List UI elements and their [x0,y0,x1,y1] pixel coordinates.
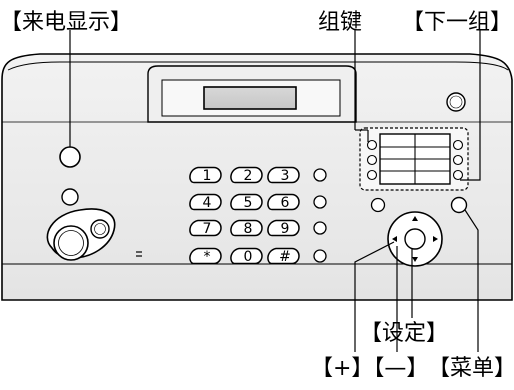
next-group-label: 【下一组】 [402,10,513,35]
keypad-key: 1 [189,166,222,184]
leader-lines [69,30,481,352]
nav-left-button [370,197,386,213]
group-key-label: 组键 [318,10,363,35]
keypad-key-label: 9 [281,221,290,237]
top-right-button [446,92,466,112]
keypad-key: 0 [230,247,263,265]
keypad-key: 9 [267,219,300,237]
keypad-key: 8 [230,219,263,237]
keypad-key-label: 6 [281,195,290,211]
lcd-display [203,86,297,110]
keypad-key-label: * [204,249,211,265]
speaker-button-cluster [46,208,116,261]
keypad-key: 3 [267,166,300,184]
menu-label: 【菜单】 [428,356,514,381]
keypad-key-label: 1 [203,168,212,184]
keypad-key: 4 [189,193,222,211]
arrow-left-icon [392,236,397,242]
arrow-right-icon [433,236,438,242]
caller-id-button [59,146,81,168]
keypad-key-label: 7 [203,221,212,237]
set-label: 【设定】 [360,321,449,346]
keypad-key: # [267,247,300,265]
keypad-key-label: 0 [244,249,253,265]
keypad-side-buttons [313,168,327,263]
keypad-key-label: 5 [244,195,253,211]
keypad-key: 7 [189,219,222,237]
keypad-key: 2 [230,166,263,184]
keypad-key-label: 8 [244,221,253,237]
keypad-key-label: 2 [244,168,253,184]
caller-id-label: 【来电显示】 [0,10,133,35]
plus-minus-label: 【+】【—】 [311,356,429,381]
keypad-key-label: # [279,249,291,265]
keypad-key: * [189,247,222,265]
keypad-key-label: 4 [203,195,212,211]
arrow-up-icon [412,216,418,221]
keypad: 1 2 3 4 5 6 7 8 9 * 0 # [189,166,300,265]
keypad-key: 6 [267,193,300,211]
device-top-edge [7,61,509,71]
mic-mark [136,251,142,257]
group-key-panel [359,127,469,191]
navigator-pad [387,211,443,267]
arrow-down-icon [412,257,418,262]
left-button-2 [61,188,79,206]
keypad-key: 5 [230,193,263,211]
keypad-key-label: 3 [281,168,290,184]
menu-button [450,196,468,214]
